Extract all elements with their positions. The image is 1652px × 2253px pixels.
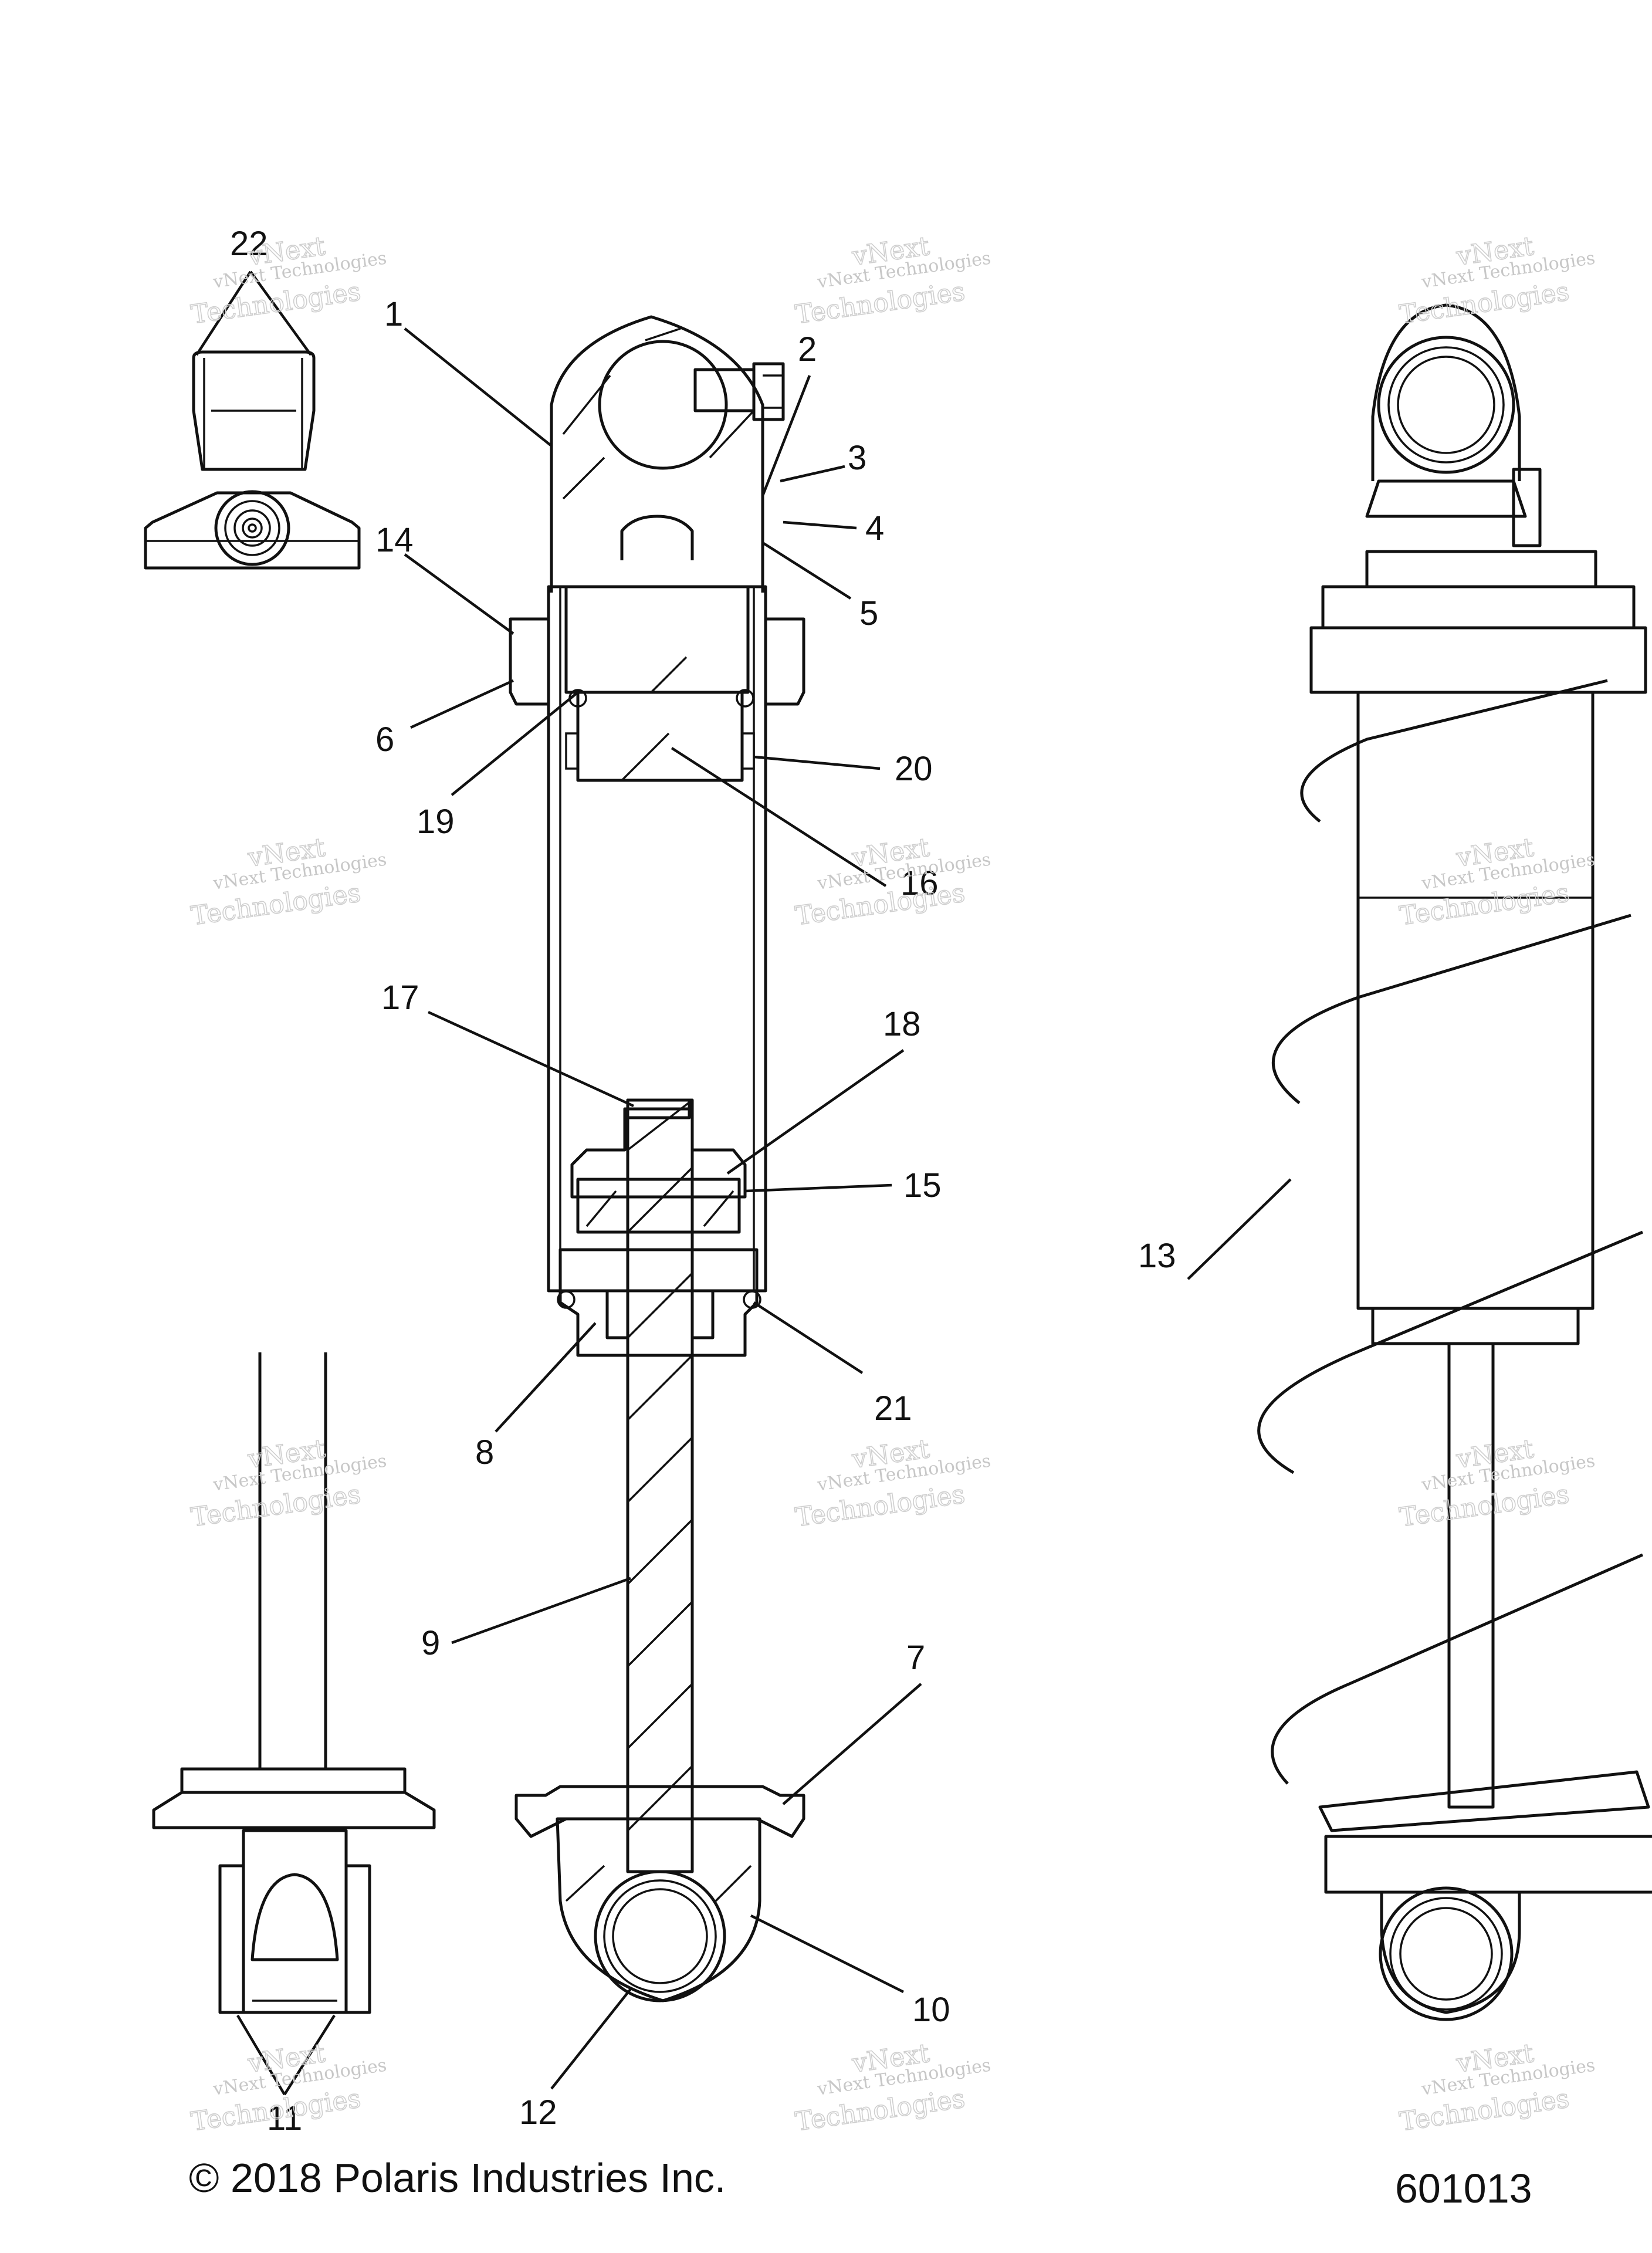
callout-2: 2 — [798, 330, 817, 368]
callout-11: 11 — [267, 2099, 302, 2137]
copyright-notice: © 2018 Polaris Industries Inc. — [189, 2155, 726, 2201]
callout-12: 12 — [519, 2093, 557, 2132]
callout-13: 13 — [1138, 1237, 1176, 1275]
callout-1: 1 — [384, 295, 403, 333]
callout-19: 19 — [417, 803, 455, 841]
callout-17: 17 — [381, 979, 419, 1017]
callout-20: 20 — [895, 750, 933, 788]
callout-15: 15 — [903, 1166, 942, 1205]
watermarks: vNext Technologies vNext Technologies vN… — [189, 231, 1597, 2137]
callout-4: 4 — [865, 509, 884, 547]
assembled-shock-exterior-view — [1257, 303, 1652, 2021]
callout-8: 8 — [475, 1433, 494, 1471]
callout-10: 10 — [912, 1991, 950, 2029]
callout-16: 16 — [901, 864, 939, 902]
lower-mount-detail-view — [152, 1352, 436, 2014]
callout-21: 21 — [874, 1389, 912, 1427]
callout-9: 9 — [421, 1624, 440, 1662]
callout-leaders — [195, 270, 1292, 2096]
shock-section-view — [509, 315, 805, 2002]
callout-14: 14 — [375, 521, 414, 559]
callout-labels: 1 2 3 4 5 6 7 8 9 10 11 12 13 14 15 16 1… — [230, 225, 1176, 2137]
callout-3: 3 — [848, 439, 866, 477]
callout-22: 22 — [230, 225, 268, 263]
callout-6: 6 — [375, 720, 394, 759]
callout-5: 5 — [859, 594, 878, 632]
callout-18: 18 — [883, 1005, 921, 1043]
drawing-number: 601013 — [1395, 2166, 1532, 2211]
callout-7: 7 — [906, 1639, 925, 1677]
upper-mount-detail-view — [144, 350, 361, 570]
